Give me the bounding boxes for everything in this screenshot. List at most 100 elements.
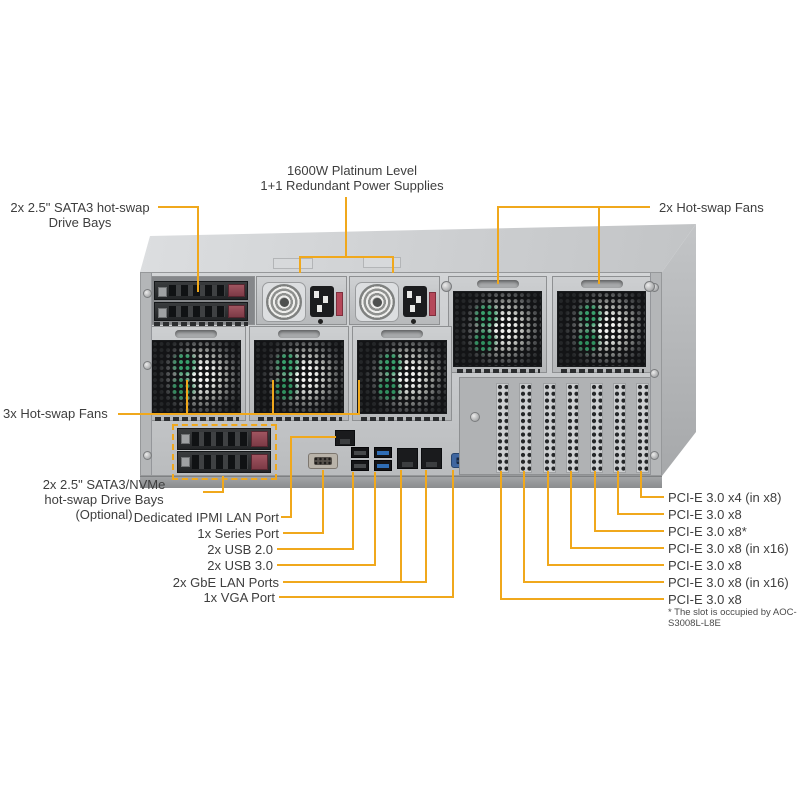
fan-handle bbox=[381, 330, 423, 338]
label-top-drive-line1: 2x 2.5" SATA3 hot-swap bbox=[10, 200, 150, 215]
callout-line bbox=[594, 471, 596, 532]
rj45-tab bbox=[339, 439, 351, 444]
callout-line bbox=[186, 380, 188, 413]
drive-bay-module-top bbox=[147, 276, 255, 326]
fan-handle bbox=[580, 280, 623, 288]
psu-fan-hub bbox=[372, 297, 382, 307]
label-2x-fans: 2x Hot-swap Fans bbox=[659, 200, 764, 215]
screw bbox=[650, 369, 659, 378]
pcie-slot-cover-1 bbox=[496, 383, 509, 473]
tray-latch bbox=[251, 454, 268, 470]
callout-line bbox=[299, 256, 394, 258]
inlet-pin bbox=[410, 305, 415, 312]
vent-strip bbox=[155, 417, 239, 421]
usb-tongue bbox=[377, 451, 389, 455]
callout-line bbox=[197, 206, 199, 292]
pcie-slot-cover-3 bbox=[543, 383, 556, 473]
callout-line bbox=[322, 470, 324, 534]
usb3-port bbox=[374, 460, 392, 471]
fan-mesh bbox=[453, 291, 542, 367]
callout-line bbox=[640, 496, 664, 498]
label-usb3: 2x USB 3.0 bbox=[207, 558, 273, 573]
psu-fan bbox=[359, 284, 395, 320]
screw bbox=[143, 451, 152, 460]
usb2-port bbox=[351, 460, 369, 471]
tray-release-button bbox=[158, 308, 167, 318]
label-pcie-4: PCI-E 3.0 x8 (in x16) bbox=[668, 541, 789, 556]
tray-vents bbox=[192, 432, 248, 446]
tray-vents bbox=[192, 455, 248, 469]
psu-led bbox=[318, 319, 323, 324]
callout-line bbox=[283, 581, 427, 583]
chassis-side-panel bbox=[662, 224, 696, 476]
callout-line bbox=[352, 472, 354, 550]
psu-fan bbox=[266, 284, 302, 320]
label-lan: 2x GbE LAN Ports bbox=[172, 575, 279, 590]
tray-release-button bbox=[181, 457, 190, 467]
vent-strip bbox=[154, 322, 248, 326]
callout-line bbox=[222, 476, 224, 493]
pcie-footnote-line2: S3008L-L8E bbox=[668, 617, 721, 629]
label-vga: 1x VGA Port bbox=[203, 590, 275, 605]
nvme-drive-tray bbox=[177, 451, 271, 473]
thumbscrew bbox=[441, 281, 452, 292]
label-ipmi: Dedicated IPMI LAN Port bbox=[133, 510, 279, 525]
screw bbox=[470, 412, 480, 422]
chassis-rear-face bbox=[140, 272, 662, 476]
callout-line bbox=[392, 256, 394, 273]
callout-line bbox=[283, 532, 324, 534]
screw bbox=[143, 361, 152, 370]
gbe-lan-port-1 bbox=[397, 448, 418, 469]
label-nvme-bays: 2x 2.5" SATA3/NVMe hot-swap Drive Bays (… bbox=[2, 477, 206, 522]
usb-tongue bbox=[354, 464, 366, 468]
inlet-pin bbox=[314, 291, 319, 298]
callout-line bbox=[500, 598, 664, 600]
callout-line bbox=[523, 471, 525, 583]
fan-mesh bbox=[254, 340, 344, 414]
callout-line bbox=[299, 256, 301, 273]
gbe-lan-port-2 bbox=[421, 448, 442, 469]
pcie-slot-cover-6 bbox=[613, 383, 626, 473]
vent-strip bbox=[561, 369, 644, 373]
callout-line bbox=[290, 436, 292, 518]
callout-line bbox=[570, 471, 572, 549]
power-supply-2 bbox=[349, 276, 440, 325]
usb-tongue bbox=[354, 451, 366, 455]
psu-latch bbox=[429, 292, 436, 316]
tray-release-button bbox=[158, 287, 167, 297]
callout-line bbox=[523, 581, 664, 583]
pcie-slot-cover-5 bbox=[590, 383, 603, 473]
label-nvme-line3: (Optional) bbox=[75, 507, 133, 523]
callout-line bbox=[279, 596, 454, 598]
fan-handle bbox=[175, 330, 217, 338]
callout-line bbox=[500, 471, 502, 600]
inlet-pin bbox=[407, 291, 412, 298]
callout-line bbox=[203, 491, 224, 493]
callout-line bbox=[277, 548, 354, 550]
callout-line bbox=[158, 206, 199, 208]
psu-power-inlet bbox=[403, 286, 427, 317]
fan-mesh bbox=[151, 340, 241, 414]
callout-line bbox=[640, 471, 642, 498]
usb-tongue bbox=[377, 464, 389, 468]
callout-line bbox=[570, 547, 664, 549]
callout-line bbox=[277, 564, 376, 566]
rack-rail-left bbox=[141, 273, 152, 475]
serial-port bbox=[308, 453, 338, 469]
hot-swap-fan-right-1 bbox=[448, 276, 547, 373]
psu-latch bbox=[336, 292, 343, 316]
label-psu-line1: 1600W Platinum Level bbox=[286, 163, 418, 178]
db9-pins bbox=[314, 457, 332, 465]
pcie-slot-panel bbox=[459, 377, 659, 475]
callout-line bbox=[547, 471, 549, 566]
callout-line bbox=[281, 516, 292, 518]
fan-mesh bbox=[557, 291, 646, 367]
rj45-tab bbox=[425, 462, 438, 467]
callout-line bbox=[358, 380, 360, 413]
inlet-pin bbox=[416, 296, 421, 303]
callout-line bbox=[374, 472, 376, 566]
tray-latch bbox=[228, 284, 245, 297]
usb2-port bbox=[351, 447, 369, 458]
rj45-tab bbox=[401, 462, 414, 467]
